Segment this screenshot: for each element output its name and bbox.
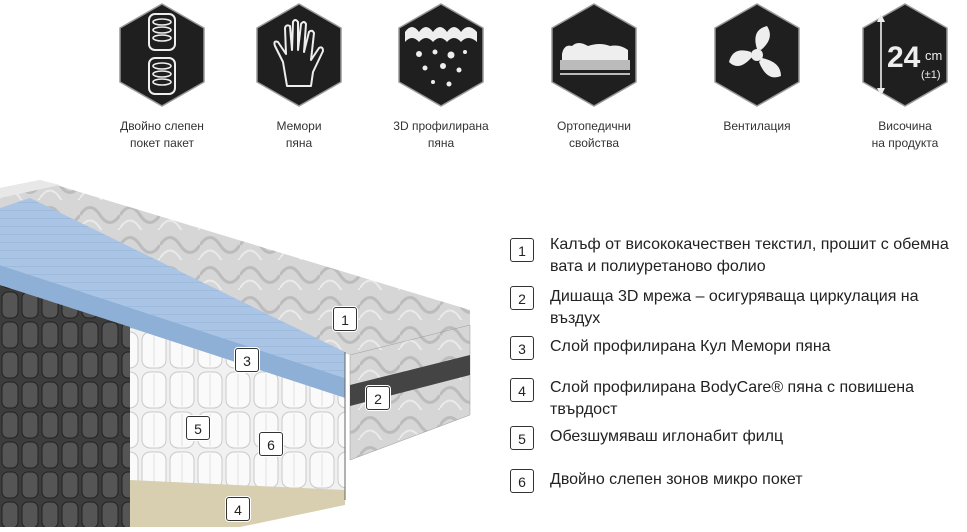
legend-text: Дишаща 3D мрежа – осигуряваща циркулация… — [550, 288, 919, 327]
memory-foam-hand-icon — [256, 3, 342, 107]
mattress-illustration: 1 2 3 4 5 6 — [0, 170, 480, 527]
height-icon: 24 cm (±1) — [862, 3, 948, 107]
feature-label: Височина на продукта — [871, 119, 939, 150]
legend-text: Слой профилирана BodyCare® пяна с повише… — [550, 379, 914, 418]
height-unit: cm — [925, 48, 942, 63]
orthopedic-body-icon — [551, 3, 637, 107]
feature-label: 3D профилирана пяна — [393, 119, 489, 150]
features-row: Двойно слепен покет пакет Мемори пяна 3D… — [0, 0, 967, 160]
callout-4: 4 — [226, 497, 250, 521]
legend-text: Обезшумяваш иглонабит филц — [550, 428, 784, 445]
legend-number: 4 — [510, 378, 534, 402]
callout-2: 2 — [366, 386, 390, 410]
legend-number: 2 — [510, 286, 534, 310]
feature-label: Мемори пяна — [276, 119, 322, 150]
feature-height: 24 cm (±1) Височина на продукта — [845, 2, 965, 152]
legend-text: Калъф от висококачествен текстил, прошит… — [550, 236, 949, 275]
legend-number: 6 — [510, 469, 534, 493]
feature-label: Двойно слепен покет пакет — [120, 119, 204, 150]
callout-3: 3 — [235, 348, 259, 372]
mattress-cross-section — [0, 180, 471, 527]
feature-orthopedic: Ортопедични свойства — [534, 2, 654, 152]
callout-6: 6 — [259, 432, 283, 456]
feature-label: Ортопедични свойства — [557, 119, 631, 150]
pocket-springs-icon — [119, 3, 205, 107]
legend-text: Двойно слепен зонов микро покет — [550, 471, 803, 488]
callout-1: 1 — [333, 307, 357, 331]
legend-number: 5 — [510, 426, 534, 450]
feature-ventilation: Вентилация — [697, 2, 817, 135]
feature-label: Вентилация — [723, 119, 791, 133]
height-value: 24 — [887, 41, 921, 74]
feature-memory-foam: Мемори пяна — [239, 2, 359, 152]
profiled-foam-icon — [398, 3, 484, 107]
height-tolerance: (±1) — [921, 69, 940, 81]
feature-profiled-foam: 3D профилирана пяна — [381, 2, 501, 152]
callout-5: 5 — [186, 416, 210, 440]
legend-number: 3 — [510, 336, 534, 360]
ventilation-fan-icon — [714, 3, 800, 107]
legend-text: Слой профилирана Кул Мемори пяна — [550, 338, 831, 355]
legend-number: 1 — [510, 238, 534, 262]
feature-pocket-springs: Двойно слепен покет пакет — [102, 2, 222, 152]
